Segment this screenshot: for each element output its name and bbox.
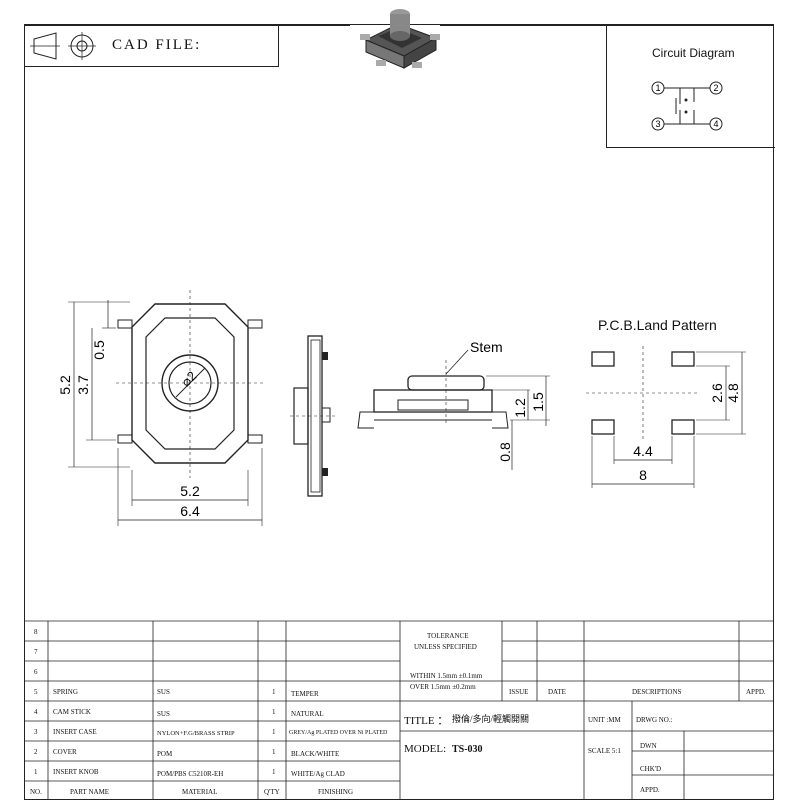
date-header: DATE bbox=[548, 688, 566, 696]
cad-file-label: CAD FILE: bbox=[112, 37, 202, 53]
issue-header: ISSUE bbox=[509, 688, 529, 696]
bom-qty: 1 bbox=[272, 748, 276, 756]
bom-qty: 1 bbox=[272, 688, 276, 696]
circuit-diagram-box bbox=[606, 26, 775, 148]
row-number-6: 6 bbox=[34, 668, 38, 676]
header-part: PART NAME bbox=[70, 788, 110, 796]
model-value: TS-030 bbox=[452, 744, 483, 755]
model-label: MODEL: bbox=[404, 743, 447, 755]
stem-view-drawing: Stem 1.2 1.5 0.8 bbox=[357, 339, 550, 470]
header-qty: Q'TY bbox=[264, 788, 280, 796]
header-material: MATERIAL bbox=[182, 788, 218, 796]
title-block-grid bbox=[24, 620, 774, 800]
dim-stem-2: 1.5 bbox=[530, 392, 546, 412]
dim-height-outer: 5.2 bbox=[57, 375, 73, 395]
dim-stem-1: 1.2 bbox=[512, 398, 528, 418]
scale-label: SCALE 5:1 bbox=[588, 747, 621, 755]
tolerance-over: OVER 1.5mm ±0.2mm bbox=[410, 683, 476, 691]
top-rule-right bbox=[440, 25, 774, 26]
dim-stem-3: 0.8 bbox=[497, 442, 513, 462]
bom-part: INSERT KNOB bbox=[53, 768, 99, 776]
product-photo bbox=[360, 9, 440, 69]
dim-width-inner: 5.2 bbox=[180, 483, 200, 499]
row-number-7: 7 bbox=[34, 648, 38, 656]
circuit-diagram-title: Circuit Diagram bbox=[652, 46, 735, 60]
dim-pcb-w2: 8 bbox=[639, 467, 647, 483]
bom-no: 2 bbox=[34, 748, 38, 756]
bom-material: POM bbox=[157, 750, 173, 758]
bom-finish: TEMPER bbox=[291, 690, 319, 698]
header-finish: FINISHING bbox=[318, 788, 353, 796]
drwg-no-label: DRWG NO.: bbox=[636, 716, 673, 724]
pin-2-label: 2 bbox=[713, 83, 718, 93]
side-view-drawing bbox=[290, 335, 336, 497]
bom-qty: 1 bbox=[272, 768, 276, 776]
pin-3-label: 3 bbox=[655, 119, 660, 129]
tolerance-label: TOLERANCE bbox=[427, 632, 469, 640]
bom-part: CAM STICK bbox=[53, 708, 91, 716]
header-no: NO. bbox=[30, 788, 42, 796]
bom-part: INSERT CASE bbox=[53, 728, 97, 736]
dim-diameter: ⌀2 bbox=[178, 368, 199, 389]
bom-part: COVER bbox=[53, 748, 77, 756]
title-label: TITLE ： bbox=[404, 715, 449, 727]
front-view-drawing: 5.2 6.4 5.2 3.7 0.5 ⌀2 bbox=[57, 290, 264, 526]
projection-symbol-icon bbox=[30, 32, 96, 60]
dwn-label: DWN bbox=[640, 742, 657, 750]
bom-no: 3 bbox=[34, 728, 38, 736]
dim-pcb-w1: 4.4 bbox=[633, 443, 653, 459]
bom-part: SPRING bbox=[53, 688, 78, 696]
bom-material: SUS bbox=[157, 710, 170, 718]
bom-material: POM/PBS C5210R-EH bbox=[157, 770, 224, 778]
bom-no: 1 bbox=[34, 768, 38, 776]
circuit-diagram-schematic: 1 2 3 4 bbox=[651, 81, 723, 131]
bom-no: 4 bbox=[34, 708, 38, 716]
bom-finish: BLACK/WHITE bbox=[291, 750, 340, 758]
cad-header-box bbox=[24, 26, 279, 67]
appd-label: APPD. bbox=[640, 786, 660, 794]
tolerance-sub-label: UNLESS SPECIFIED bbox=[414, 643, 477, 651]
bom-material: SUS bbox=[157, 688, 170, 696]
unit-label: UNIT :MM bbox=[588, 716, 621, 724]
pcb-land-pattern-drawing: 2.6 4.8 4.4 8 bbox=[586, 346, 746, 488]
dim-height-inner: 3.7 bbox=[75, 375, 91, 395]
pin-1-label: 1 bbox=[655, 83, 660, 93]
chkd-label: CHK'D bbox=[640, 765, 662, 773]
bom-qty: 1 bbox=[272, 708, 276, 716]
dim-pcb-h1: 2.6 bbox=[709, 383, 725, 403]
dim-width-outer: 6.4 bbox=[180, 503, 200, 519]
top-rule bbox=[24, 25, 350, 26]
dim-pcb-h2: 4.8 bbox=[725, 383, 741, 403]
appd-header: APPD. bbox=[746, 688, 766, 696]
stem-label: Stem bbox=[470, 339, 503, 355]
pin-4-label: 4 bbox=[713, 119, 718, 129]
bom-finish: NATURAL bbox=[291, 710, 324, 718]
bom-no: 5 bbox=[34, 688, 38, 696]
bom-finish: WHITE/Ag CLAD bbox=[291, 770, 345, 778]
row-number-8: 8 bbox=[34, 628, 38, 636]
bom-material: NYLON+F.G/BRASS STRIP bbox=[157, 730, 235, 737]
dim-offset: 0.5 bbox=[91, 340, 107, 360]
tolerance-within: WITHIN 1.5mm ±0.1mm bbox=[410, 672, 483, 680]
pcb-title: P.C.B.Land Pattern bbox=[598, 317, 717, 333]
title-value: 撥倫/多向/輕觸開關 bbox=[452, 714, 530, 724]
bom-finish: GREY/Ag PLATED OVER Ni PLATED bbox=[289, 730, 388, 736]
descriptions-header: DESCRIPTIONS bbox=[632, 688, 682, 696]
bom-qty: 1 bbox=[272, 728, 276, 736]
